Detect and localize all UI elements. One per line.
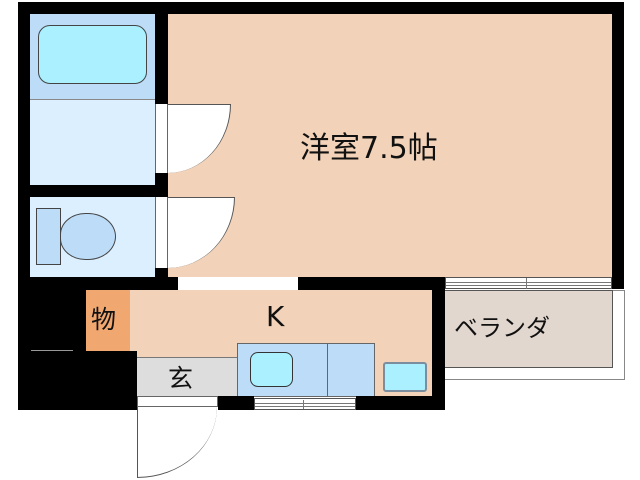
window-mark [526,278,527,289]
toilet-bowl-icon [60,213,116,260]
western-room-label: 洋室7.5帖 [300,131,438,166]
storage-label: 物 [91,305,117,334]
wall-wash-toilet [18,185,168,197]
wall-top [18,2,624,14]
wall-right [612,2,624,289]
entry-door-threshold [137,396,218,407]
toilet-door-opening [155,197,168,268]
entrance-area [137,357,238,396]
wall-kitchen-right [432,277,445,410]
storage-closet [86,290,130,351]
kitchen-label: K [266,300,285,333]
kitchen-sink-icon [250,352,293,387]
veranda [443,290,613,368]
counter-divider [327,343,328,397]
window-mark [303,400,304,409]
wall-left-block [18,290,86,351]
wall-toilet-bottom [18,277,178,290]
entrance-label: 玄 [168,364,194,393]
wall-entrance-block [18,351,137,410]
stove-icon [383,362,427,392]
washroom-door-opening [155,104,168,173]
wall-toilet-right [155,268,168,278]
wall-bottom-mid [218,396,254,410]
washroom [30,100,155,185]
veranda-window [445,277,612,289]
wall-bottom-right [356,396,445,410]
veranda-label: ベランダ [454,314,550,342]
entry-door[interactable] [137,407,217,478]
wall-left-block-line [31,350,73,351]
kitchen-window [254,398,356,410]
wall-bath-right [155,2,168,104]
western-room [155,14,612,277]
wall-main-bottom [298,277,445,290]
bathtub-icon [38,25,147,84]
toilet-tank-icon [36,208,61,265]
